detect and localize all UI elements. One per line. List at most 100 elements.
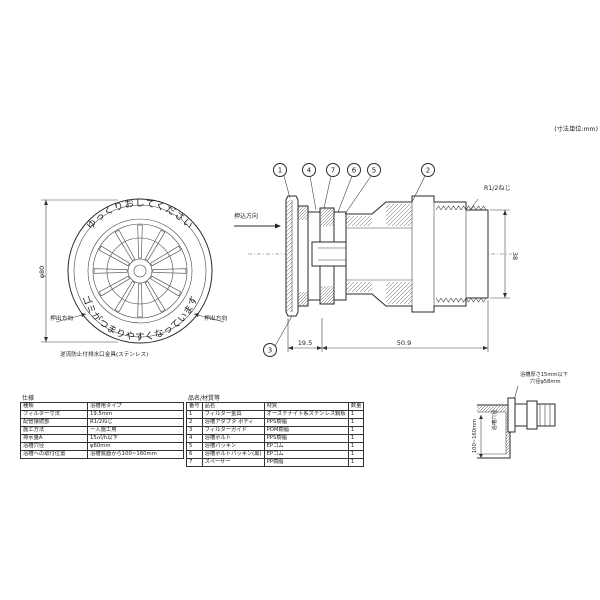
parts-cell: EPゴム [263, 442, 349, 451]
dim-right: 38 [511, 252, 519, 260]
section-view: 押込方向 R1/2ねじ [234, 163, 519, 357]
svg-text:7: 7 [331, 167, 335, 175]
callout-1: 1 [273, 163, 291, 199]
parts-cell: スペーサー [201, 458, 265, 467]
parts-cell: 3 [186, 426, 203, 435]
parts-cell: オーステナイト系ステンレス鋼板 [263, 410, 349, 419]
table-row: 配管接続部 R1/2ねじ [20, 418, 184, 427]
spec-cell: R1/2ねじ [87, 418, 184, 427]
parts-cell: EPゴム [263, 450, 349, 459]
spec-cell: 浴槽底面から100~160mm [87, 450, 184, 459]
parts-cell: 1 [347, 450, 365, 459]
table-row: 浴槽への取付位置 浴槽底面から100~160mm [20, 450, 184, 459]
thread-label: R1/2ねじ [484, 185, 511, 192]
spec-title: 仕様 [22, 395, 35, 402]
parts-cell: POM樹脂 [263, 426, 349, 435]
parts-cell: 1 [186, 410, 203, 419]
table-row: 3 フィルターガイド POM樹脂 1 [186, 426, 365, 435]
front-label-left: 押出方向 [50, 314, 73, 322]
parts-cell: 4 [186, 434, 203, 443]
spec-cell: φ60mm [87, 442, 184, 451]
table-row: 4 浴槽ボルト PPS樹脂 1 [186, 434, 365, 443]
callout-3: 3 [263, 315, 293, 357]
parts-cell: 1 [347, 418, 365, 427]
table-row: 5 浴槽パッキン EPゴム 1 [186, 442, 365, 451]
callout-4: 4 [302, 163, 317, 211]
unit-label: (寸法単位:mm) [554, 125, 598, 133]
pipe-thread [435, 205, 487, 303]
parts-cell: 5 [186, 442, 203, 451]
table-row: 排水量A 15㎥/h以下 [20, 434, 184, 443]
parts-cell: 1 [347, 442, 365, 451]
parts-cell: 2 [186, 418, 203, 427]
svg-text:6: 6 [352, 167, 357, 175]
parts-cell: フィルター金具 [201, 410, 265, 419]
spec-cell: 排水量A [20, 434, 88, 443]
install-detail: 浴槽厚さ15mm以下 穴径φ58mm 浴槽穴径 100~160mm [472, 370, 568, 459]
table-row: 浴槽穴径 φ60mm [20, 442, 184, 451]
table-row: 施工方法 一人施工用 [20, 426, 184, 435]
spoke [114, 281, 136, 313]
spec-cell: 浴槽穴径 [20, 442, 88, 451]
table-row: 1 フィルター金具 オーステナイト系ステンレス鋼板 1 [186, 410, 365, 419]
parts-cell: 浴槽ボルトパッキン(黒) [201, 450, 265, 459]
front-label-right: 押出方向 [204, 314, 227, 322]
parts-header-cell: 数量 [347, 402, 365, 411]
callout-5: 5 [344, 163, 381, 215]
callout-6: 6 [337, 163, 361, 213]
parts-cell: 1 [347, 410, 365, 419]
spec-table: 種類 浴槽用タイプ フィルター寸法 19.5mm 配管接続部 R1/2ねじ 施工… [20, 402, 184, 459]
direction-label: 押込方向 [234, 212, 258, 220]
svg-text:4: 4 [307, 167, 312, 175]
svg-text:5: 5 [372, 167, 376, 175]
spec-cell: 15㎥/h以下 [87, 434, 184, 443]
spoke [144, 229, 166, 261]
spec-header-cell: 種類 [20, 402, 88, 411]
spoke [98, 245, 130, 267]
dim-bottom-left: 19.5 [298, 339, 312, 347]
svg-text:3: 3 [268, 347, 272, 355]
spoke [98, 275, 130, 297]
callout-2: 2 [411, 163, 435, 203]
parts-cell: フィルターガイド [201, 426, 265, 435]
table-row: 種類 浴槽用タイプ [20, 402, 184, 411]
spoke [152, 268, 187, 274]
spec-cell: 施工方法 [20, 426, 88, 435]
parts-cell: 浴槽アダプタ ボディ [201, 418, 265, 427]
install-label-side: 浴槽穴径 [490, 410, 498, 431]
table-row: 2 浴槽アダプタ ボディ PPS樹脂 1 [186, 418, 365, 427]
parts-cell: PPS樹脂 [263, 418, 349, 427]
table-row: 6 浴槽ボルトパッキン(黒) EPゴム 1 [186, 450, 365, 459]
parts-cell: 1 [347, 434, 365, 443]
table-row: フィルター寸法 19.5mm [20, 410, 184, 419]
spoke [137, 283, 143, 318]
filter-spokes [93, 224, 187, 318]
dim-bottom-right: 50.9 [397, 339, 411, 347]
spec-cell: 浴槽への取付位置 [20, 450, 88, 459]
spoke [93, 268, 128, 274]
table-row: 番号 品名 材質 数量 [186, 402, 365, 411]
parts-cell: 浴槽ボルト [201, 434, 265, 443]
spec-header-cell: 浴槽用タイプ [87, 402, 184, 411]
spoke [137, 224, 143, 259]
spoke [114, 229, 136, 261]
table-row: 7 スペーサー PP樹脂 1 [186, 458, 365, 467]
callout-7: 7 [323, 163, 340, 209]
svg-text:ゆっくりおしてください: ゆっくりおしてください [85, 198, 195, 232]
spoke [150, 275, 182, 297]
parts-cell: 6 [186, 450, 203, 459]
parts-header-cell: 番号 [186, 402, 203, 411]
install-note-2: 穴径φ58mm [530, 377, 561, 385]
svg-text:1: 1 [278, 167, 282, 175]
parts-header-cell: 材質 [263, 402, 349, 411]
svg-text:2: 2 [426, 167, 430, 175]
parts-cell: 7 [186, 458, 203, 467]
front-view: φ80 ゆっくりおしてください ゴミがつまりやすくなっています 押出方向 押出方… [38, 198, 227, 358]
spoke [144, 281, 166, 313]
front-caption: 逆流防止付排水口金具(ステンレス) [60, 350, 148, 358]
parts-title: 品名/材質等 [188, 395, 221, 402]
parts-header-cell: 品名 [201, 402, 265, 411]
parts-cell: PP樹脂 [263, 458, 349, 467]
front-dim-height: φ80 [38, 266, 46, 279]
